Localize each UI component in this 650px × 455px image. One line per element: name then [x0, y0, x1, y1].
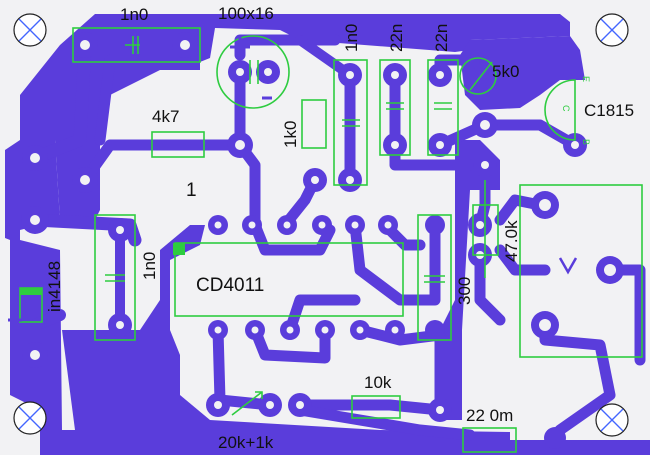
label-c-300: 300 [455, 277, 474, 305]
pad-holes [30, 40, 616, 414]
outline-r-10k [351, 395, 401, 419]
label-pin1: 1 [186, 180, 197, 201]
ic-pin1-marker [173, 243, 185, 255]
pour-top-right [460, 36, 585, 110]
label-c-top-left: 1n0 [120, 5, 148, 24]
mount-hole-bottom-right [595, 403, 629, 437]
label-r-1k0: 1k0 [281, 121, 300, 148]
outline-c-300 [417, 214, 452, 341]
outline-c-1n0-mid [333, 59, 368, 186]
outline-r-22 [462, 427, 517, 453]
mount-hole-top-left [13, 13, 47, 47]
mount-hole-top-right [595, 13, 629, 47]
pads [21, 32, 624, 449]
connector-symbols [540, 237, 578, 303]
label-c-22n-b: 22n [432, 24, 451, 52]
pad [425, 320, 445, 340]
silkscreen [19, 27, 643, 453]
label-c-1n0-mid: 1n0 [342, 24, 361, 52]
polarity-marks [8, 37, 272, 327]
label-diode: in4148 [45, 261, 64, 312]
ground-pour-bottom [62, 225, 650, 455]
ground-pour-right [440, 140, 500, 420]
pad [425, 215, 445, 235]
outline-c-1n0-left [94, 214, 136, 341]
label-c-22n-a: 22n [387, 24, 406, 52]
label-r-47k: 47.0k [502, 220, 521, 262]
mount-hole-bottom-left [13, 401, 47, 435]
outline-electrolytic [216, 35, 290, 109]
outline-r-4k7 [151, 131, 205, 158]
label-pin-b: B [581, 139, 591, 145]
label-r-22: 22 0m [466, 406, 513, 425]
label-pin-e: E [581, 76, 591, 82]
diode-band [20, 288, 42, 295]
label-ic: CD4011 [196, 275, 264, 296]
labels: 1n0 100x16 1n0 22n 22n 5k0 C1815 E C B 4… [45, 4, 634, 452]
copper-layer [5, 14, 650, 455]
label-c-electrolytic: 100x16 [218, 4, 274, 23]
outline-c-22n-b [427, 59, 459, 156]
outline-pot-5k0 [459, 57, 497, 95]
outline-connector [519, 184, 643, 358]
label-c-1n0-left: 1n0 [140, 252, 159, 280]
outline-c-22n-a [379, 59, 411, 156]
label-pot-5k0: 5k0 [492, 62, 519, 81]
outline-ic [174, 242, 404, 317]
pad [544, 427, 566, 449]
outline-transistor [544, 79, 576, 141]
mount-holes [13, 13, 629, 437]
outline-pot-20k [231, 391, 263, 416]
outline-r-1k0 [301, 99, 327, 149]
label-r-10k: 10k [364, 373, 392, 392]
outline-c-top-left [72, 27, 201, 63]
label-pot-20k: 20k+1k [218, 433, 274, 452]
label-transistor: C1815 [584, 101, 634, 120]
label-pin-c: C [561, 105, 571, 112]
label-r-4k7: 4k7 [152, 107, 179, 126]
